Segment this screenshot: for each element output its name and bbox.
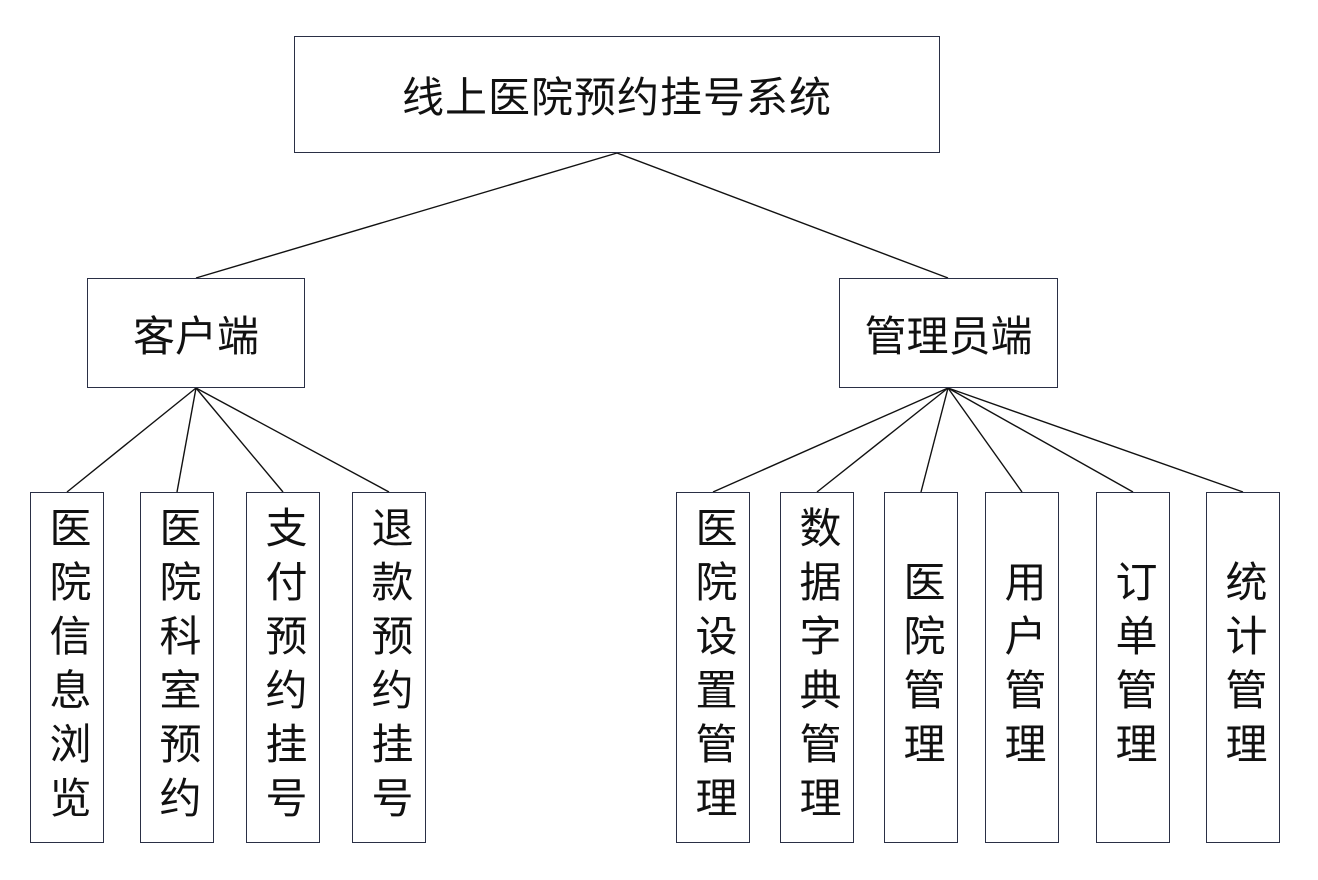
root-node-label: 线上医院预约挂号系统	[401, 73, 832, 122]
connector-root-admin	[616, 152, 949, 279]
leaf-node-order-management: 订单管理	[1096, 492, 1170, 843]
leaf-node-label: 医院科室预约	[153, 505, 202, 830]
connector-admin-a1	[712, 387, 949, 493]
leaf-node-label: 支付预约挂号	[259, 505, 308, 830]
branch-node-admin-label: 管理员端	[864, 311, 1033, 361]
leaf-node-label: 医院设置管理	[689, 505, 738, 830]
leaf-node-hospital-management: 医院管理	[884, 492, 958, 843]
leaf-node-label: 医院信息浏览	[43, 505, 92, 830]
connector-admin-a3	[920, 387, 949, 493]
leaf-node-user-management: 用户管理	[985, 492, 1059, 843]
connector-client-c3	[195, 387, 284, 493]
connector-admin-a4	[947, 387, 1023, 493]
connector-client-c4	[195, 387, 390, 493]
connector-admin-a2	[816, 387, 949, 493]
leaf-node-hospital-settings: 医院设置管理	[676, 492, 750, 843]
leaf-node-label: 退款预约挂号	[365, 505, 414, 830]
leaf-node-payment: 支付预约挂号	[246, 492, 320, 843]
leaf-node-statistics: 统计管理	[1206, 492, 1280, 843]
branch-node-admin: 管理员端	[839, 278, 1058, 388]
leaf-node-label: 统计管理	[1219, 559, 1268, 776]
leaf-node-refund: 退款预约挂号	[352, 492, 426, 843]
root-node: 线上医院预约挂号系统	[294, 36, 940, 153]
branch-node-client: 客户端	[87, 278, 305, 388]
leaf-node-department-booking: 医院科室预约	[140, 492, 214, 843]
leaf-node-label: 订单管理	[1109, 559, 1158, 776]
connector-admin-a6	[947, 387, 1244, 493]
leaf-node-label: 医院管理	[897, 559, 946, 776]
branch-node-client-label: 客户端	[132, 311, 259, 361]
connector-client-c1	[66, 387, 197, 493]
leaf-node-data-dictionary: 数据字典管理	[780, 492, 854, 843]
leaf-node-hospital-info: 医院信息浏览	[30, 492, 104, 843]
connector-root-client	[195, 152, 618, 279]
connector-client-c2	[176, 387, 197, 493]
leaf-node-label: 数据字典管理	[793, 505, 842, 830]
connector-admin-a5	[947, 387, 1134, 493]
leaf-node-label: 用户管理	[998, 559, 1047, 776]
